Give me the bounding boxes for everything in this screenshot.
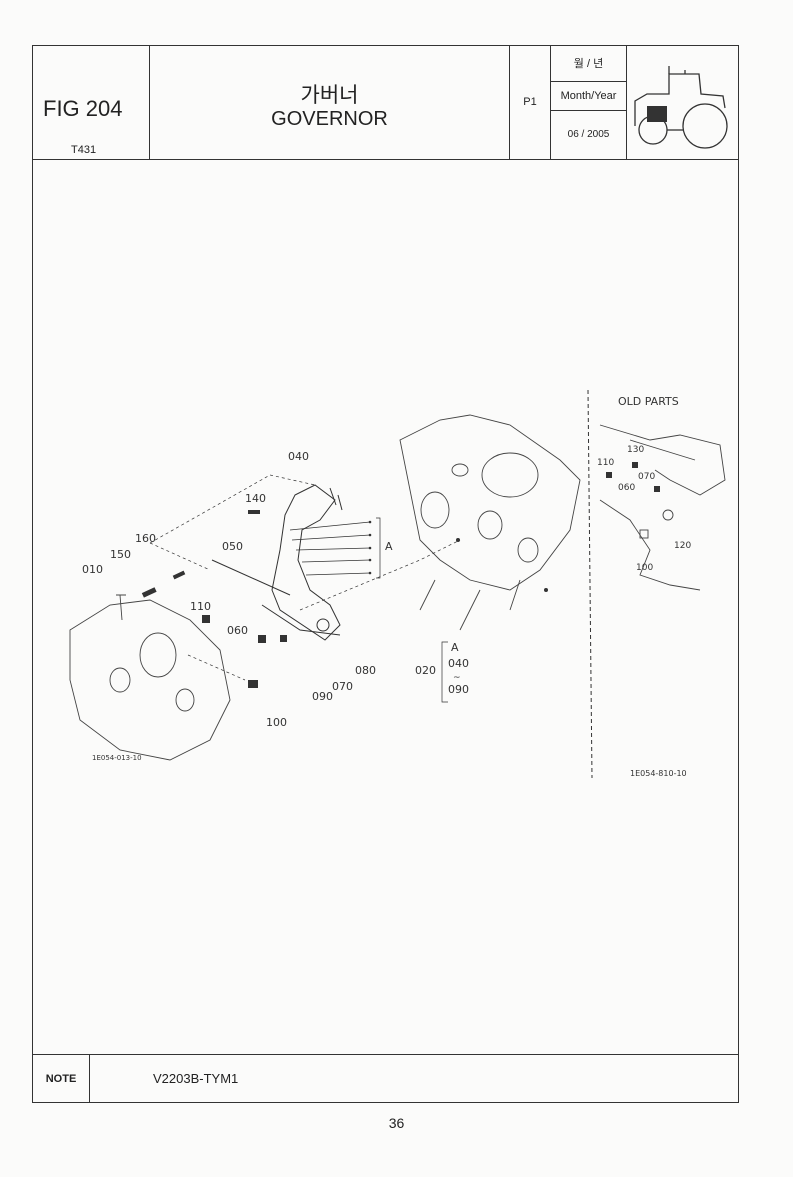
old-parts-figure-ref: 1E054-810-10 [630,769,687,778]
title-cell: 가버너 GOVERNOR [150,46,510,159]
range-label-a: A [451,641,459,654]
main-figure-ref: 1E054-013-10 [92,754,142,762]
part-label-060: 060 [227,624,248,637]
part-label-010: 010 [82,563,103,576]
date-label-korean: 월 / 년 [551,46,626,82]
part-label-080: 080 [355,664,376,677]
fig-label: FIG 204 [43,96,123,121]
page-label: P1 [523,96,537,108]
old-parts-drawing [599,424,726,591]
model-code: T431 [71,144,97,156]
old-parts-title: OLD PARTS [618,395,679,408]
part-label-090: 090 [312,690,333,703]
engine-block-drawing [399,414,581,631]
page-cell: P1 [510,46,551,159]
title-english: GOVERNOR [271,108,388,130]
old-part-label-120: 120 [674,541,691,551]
tractor-icon [627,46,738,159]
old-parts-divider [587,389,593,779]
part-label-140: 140 [245,492,266,505]
header: FIG 204 T431 가버너 GOVERNOR P1 월 / 년 Month… [33,46,738,160]
note-bar: NOTE V2203B-TYM1 [33,1054,738,1103]
old-part-label-110: 110 [597,458,614,468]
title-korean: 가버너 [300,84,359,107]
date-value: 06 / 2005 [567,129,610,140]
part-label-150: 150 [110,548,131,561]
part-label-020: 020 [415,664,436,677]
part-label-110: 110 [190,600,211,613]
old-parts-small-parts [606,462,660,492]
part-label-160: 160 [135,532,156,545]
page-frame: FIG 204 T431 가버너 GOVERNOR P1 월 / 년 Month… [32,45,739,1103]
date-label-english: Month/Year [551,82,626,111]
part-label-040: 040 [288,450,309,463]
fig-cell: FIG 204 T431 [33,46,150,159]
old-part-label-130: 130 [627,445,644,455]
part-label-group-a: A [385,540,393,553]
note-label: NOTE [33,1055,90,1103]
page-number: 36 [388,1115,405,1131]
part-label-050: 050 [222,540,243,553]
old-part-label-060: 060 [618,483,635,493]
governor-exploded-diagram: 040 140 160 050 150 010 A 110 060 080 07… [69,389,726,779]
range-label-040: 040 [448,657,469,670]
crankcase-drawing [69,594,231,761]
governor-lever-drawing [211,484,343,641]
range-tilde: ~ [453,673,461,683]
part-label-070: 070 [332,680,353,693]
old-part-label-070: 070 [638,472,655,482]
date-cell: 월 / 년 Month/Year 06 / 2005 [551,46,627,159]
range-label-090: 090 [448,683,469,696]
old-part-label-100: 100 [636,563,653,573]
small-parts [141,510,548,688]
group-a-leaders [289,517,381,579]
dashed-leaders [149,474,461,681]
note-text: V2203B-TYM1 [153,1071,239,1086]
part-label-100: 100 [266,716,287,729]
